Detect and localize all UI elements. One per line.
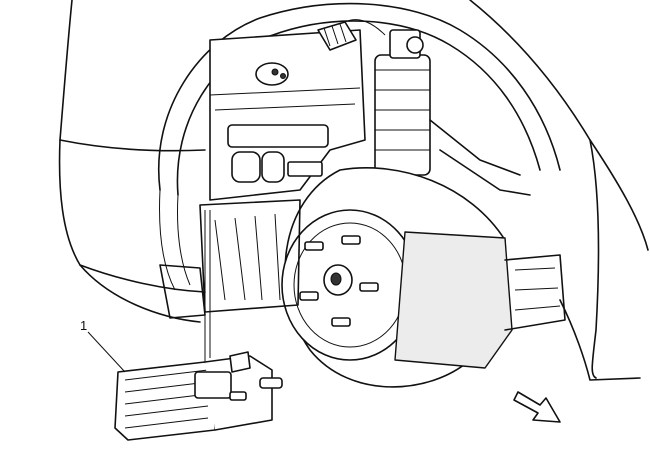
brake-rotor-assembly xyxy=(281,167,513,388)
wheel-arch xyxy=(158,2,561,291)
canister-port-front xyxy=(229,391,247,401)
body-grommet xyxy=(255,62,289,86)
wheel-lug-studs xyxy=(299,235,379,327)
upper-bracket xyxy=(227,124,329,148)
brake-caliper-shield xyxy=(394,231,513,369)
inner-wheelhouse xyxy=(209,29,366,201)
canister-port-right xyxy=(259,377,283,389)
suspension-strut xyxy=(374,29,531,196)
front-of-vehicle-arrow-icon xyxy=(513,391,561,423)
wiring-harness xyxy=(317,19,386,51)
callout-1: 1 xyxy=(80,318,126,373)
evaporative-emission-canister xyxy=(114,210,283,441)
callout-number: 1 xyxy=(80,318,87,333)
